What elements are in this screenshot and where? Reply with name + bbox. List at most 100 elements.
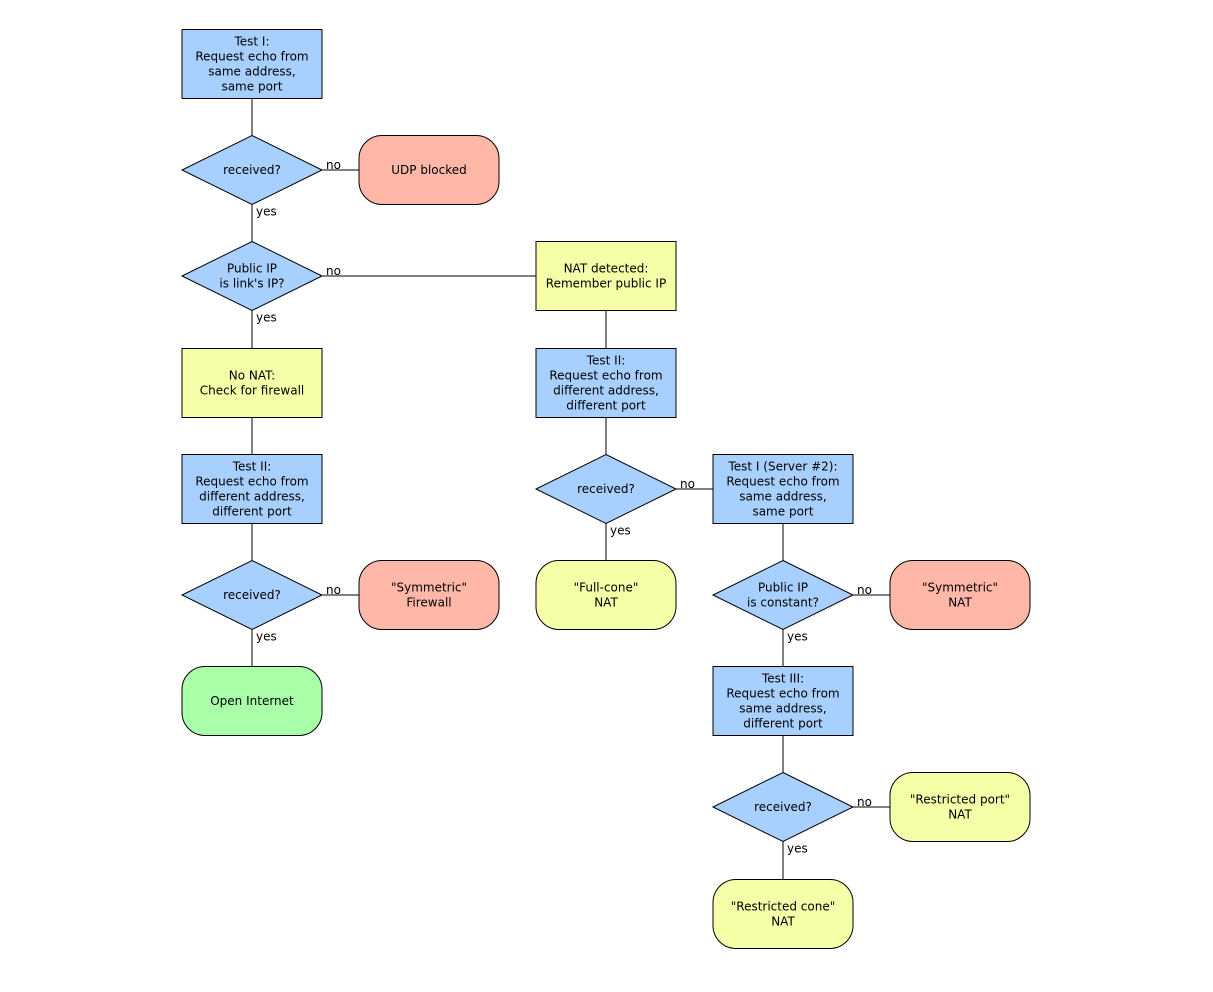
node-text-line: NAT [948, 596, 972, 610]
node-full_cone: "Full-cone"NAT [535, 560, 677, 630]
decision-diamond [711, 771, 855, 843]
edge-received_left-to-open_internet: yes [251, 629, 277, 667]
node-text-line: Test II: [586, 354, 626, 368]
node-text-line: "Symmetric" [922, 581, 998, 595]
node-text-line: different port [743, 717, 823, 731]
edge-label-yes: yes [787, 630, 808, 644]
node-text-line: UDP blocked [391, 163, 467, 177]
edge-received_right-to-restricted_cone: yes [782, 841, 808, 880]
decision-diamond [180, 240, 324, 312]
decision-diamond [180, 559, 324, 631]
node-text-line: same address, [739, 702, 826, 716]
node-text-line: Public IP [227, 262, 277, 276]
decision-diamond [711, 559, 855, 631]
node-text-line: Test I: [233, 35, 269, 49]
edge-label-no: no [326, 583, 341, 597]
node-text-line: Request echo from [726, 687, 839, 701]
terminal-box [535, 560, 677, 630]
node-text-line: Firewall [406, 596, 451, 610]
process-box [181, 454, 323, 524]
node-text-line: received? [754, 800, 812, 814]
node-no_nat: No NAT:Check for firewall [181, 348, 323, 418]
node-text-line: different port [212, 505, 292, 519]
node-open_internet: Open Internet [181, 666, 323, 736]
node-text-line: different port [566, 399, 646, 413]
edge-public_ip_link-to-no_nat: yes [251, 310, 277, 349]
edge-received1-to-udp_blocked: no [322, 158, 359, 172]
node-text-line: same address, [739, 490, 826, 504]
node-nat_detected: NAT detected:Remember public IP [535, 241, 677, 311]
edge-label-yes: yes [256, 205, 277, 219]
node-text-line: NAT [948, 808, 972, 822]
node-text-line: Request echo from [195, 50, 308, 64]
node-received1: received? [180, 134, 324, 206]
edge-label-yes: yes [610, 524, 631, 538]
node-text-line: received? [223, 163, 281, 177]
node-text-line: Open Internet [210, 694, 294, 708]
node-text-line: "Full-cone" [574, 581, 639, 595]
process-box [712, 666, 854, 736]
edge-received_mid-to-test1_server2: no [676, 477, 713, 491]
terminal-box [181, 666, 323, 736]
node-text-line: received? [223, 588, 281, 602]
node-text-line: Request echo from [549, 369, 662, 383]
node-text-line: "Symmetric" [391, 581, 467, 595]
node-text-line: Test I (Server #2): [727, 460, 837, 474]
node-text-line: Request echo from [195, 475, 308, 489]
node-text-line: received? [577, 482, 635, 496]
node-received_left: received? [180, 559, 324, 631]
node-received_mid: received? [534, 453, 678, 525]
node-restricted_cone: "Restricted cone"NAT [712, 879, 854, 949]
edge-label-no: no [857, 583, 872, 597]
terminal-box [889, 772, 1031, 842]
decision-diamond [180, 134, 324, 206]
node-text-line: different address, [199, 490, 305, 504]
process-box [535, 241, 677, 311]
node-text-line: Check for firewall [200, 384, 305, 398]
terminal-box [358, 560, 500, 630]
node-text-line: "Restricted port" [910, 793, 1010, 807]
edge-label-no: no [857, 795, 872, 809]
edge-public_ip_constant-to-test3: yes [782, 629, 808, 667]
process-box [535, 348, 677, 418]
node-text-line: NAT [594, 596, 618, 610]
node-text-line: Request echo from [726, 475, 839, 489]
node-text-line: Test II: [232, 460, 272, 474]
process-box [181, 29, 323, 99]
terminal-box [889, 560, 1031, 630]
node-text-line: "Restricted cone" [731, 900, 836, 914]
edge-label-no: no [680, 477, 695, 491]
node-text-line: different address, [553, 384, 659, 398]
node-symmetric_nat: "Symmetric"NAT [889, 560, 1031, 630]
process-box [181, 348, 323, 418]
node-text-line: NAT [771, 915, 795, 929]
node-received_right: received? [711, 771, 855, 843]
edge-label-no: no [326, 264, 341, 278]
node-text-line: same address, [208, 65, 295, 79]
node-text-line: is link's IP? [219, 277, 284, 291]
node-udp_blocked: UDP blocked [358, 135, 500, 205]
edge-received1-to-public_ip_link: yes [251, 204, 277, 242]
edge-label-yes: yes [256, 630, 277, 644]
decision-diamond [534, 453, 678, 525]
edge-label-yes: yes [787, 842, 808, 856]
terminal-box [358, 135, 500, 205]
terminal-box [712, 879, 854, 949]
node-text-line: No NAT: [229, 369, 275, 383]
node-text-line: same port [221, 80, 282, 94]
edge-label-yes: yes [256, 311, 277, 325]
node-text-line: NAT detected: [564, 262, 649, 276]
node-text-line: Remember public IP [546, 277, 666, 291]
process-box [712, 454, 854, 524]
edge-received_mid-to-full_cone: yes [605, 523, 631, 561]
node-symmetric_firewall: "Symmetric"Firewall [358, 560, 500, 630]
edge-label-no: no [326, 158, 341, 172]
node-text-line: Test III: [761, 672, 804, 686]
